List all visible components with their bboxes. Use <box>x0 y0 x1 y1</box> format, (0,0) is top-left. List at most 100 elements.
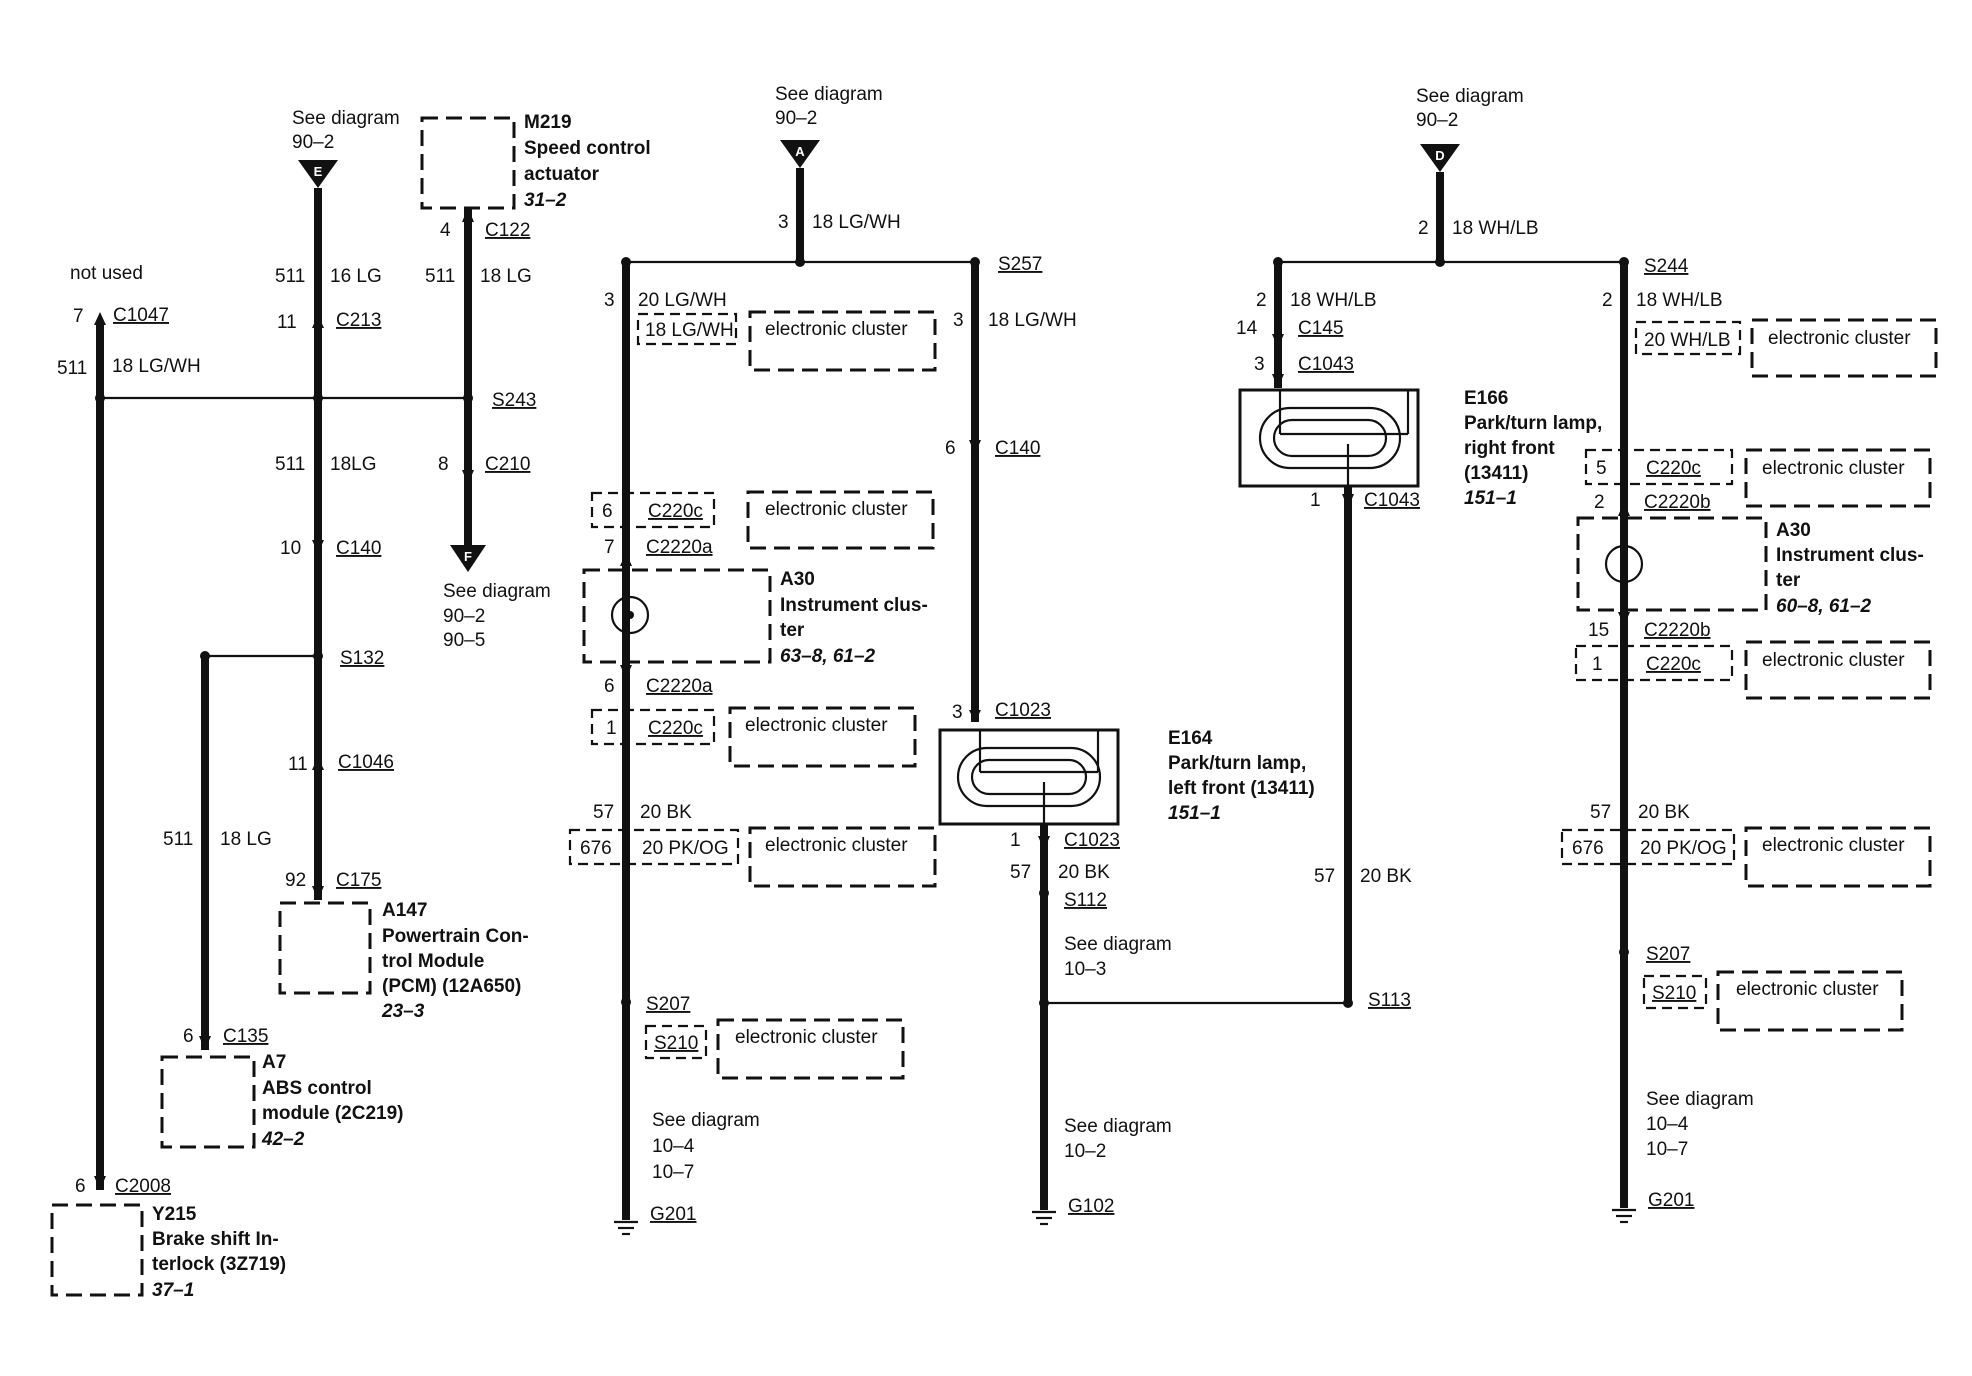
connector-c220c: C220c <box>1646 458 1701 479</box>
electronic-cluster-box <box>748 826 937 888</box>
splice-dot <box>1435 257 1445 267</box>
a147-line2: trol Module <box>382 951 484 972</box>
pin-6: 6 <box>945 438 956 459</box>
column-e164: 3 18 LG/WH 6 C140 3 C1023 E164 Park/turn… <box>938 262 1349 1226</box>
pin-2: 2 <box>1256 290 1267 311</box>
connector-d-letter: D <box>1435 148 1444 163</box>
ground-g201: G201 <box>650 1204 696 1225</box>
see-diagram-ref-10-7: 10–7 <box>1646 1139 1688 1160</box>
electronic-cluster-label: electronic cluster <box>765 499 908 520</box>
ground-icon <box>1032 1210 1056 1226</box>
connector-arrow-icon <box>462 470 474 484</box>
ground-icon <box>1612 1208 1636 1224</box>
ground-icon <box>614 1220 638 1236</box>
e164-line1: Park/turn lamp, <box>1168 753 1306 774</box>
pin-92: 92 <box>285 870 306 891</box>
pin-3: 3 <box>604 290 615 311</box>
connector-arrow-icon <box>312 315 324 328</box>
not-used-label: not used <box>70 263 143 284</box>
connector-arrow-icon <box>1342 494 1354 508</box>
see-diagram-d-ref: 90–2 <box>1416 110 1458 131</box>
pin-15: 15 <box>1588 620 1609 641</box>
circuit-511: 511 <box>163 829 193 850</box>
a147-line3: (PCM) (12A650) <box>382 976 521 997</box>
connector-c2220a: C2220a <box>646 537 713 558</box>
splice-dot <box>463 393 473 403</box>
ground-g102: G102 <box>1068 1196 1114 1217</box>
alt-connector-box <box>590 491 716 529</box>
pin-6: 6 <box>602 501 613 522</box>
wire-18-lg: 18 LG <box>220 829 272 850</box>
column-m219: M219 Speed control actuator 31–2 4 C122 … <box>420 112 651 651</box>
connector-arrow-icon <box>969 440 981 454</box>
m219-ref: 31–2 <box>524 190 567 211</box>
y215-line2: terlock (3Z719) <box>152 1254 286 1275</box>
connector-c2220b: C2220b <box>1644 492 1711 513</box>
connector-c175: C175 <box>336 870 381 891</box>
alt-connector-box <box>590 708 716 746</box>
see-diagram-d: See diagram <box>1416 86 1524 107</box>
connector-arrow-icon <box>312 757 324 770</box>
connector-arrow-icon <box>1038 836 1050 850</box>
wire-18-lg-wh: 18 LG/WH <box>812 212 901 233</box>
y215-line1: Brake shift In- <box>152 1229 279 1250</box>
wire-18-lg-wh-alt: 18 LG/WH <box>645 320 734 341</box>
pin-14: 14 <box>1236 318 1258 339</box>
m219-box <box>420 116 516 210</box>
pin-6: 6 <box>75 1176 86 1197</box>
e164-box <box>938 728 1120 826</box>
pin-57: 57 <box>1314 866 1335 887</box>
pin-4: 4 <box>440 220 451 241</box>
see-diagram-s112: See diagram <box>1064 934 1172 955</box>
m219-line2: actuator <box>524 164 600 185</box>
pin-3: 3 <box>778 212 789 233</box>
pin-2: 2 <box>1594 492 1605 513</box>
electronic-cluster-box <box>716 1018 905 1080</box>
connector-f-icon <box>450 545 486 572</box>
wire-18-wh-lb: 18 WH/LB <box>1636 290 1723 311</box>
a147-ref: 23–3 <box>381 1001 425 1022</box>
wire-18-lg: 18 LG <box>480 266 532 287</box>
connector-c1043: C1043 <box>1298 354 1354 375</box>
see-diagram-a-ref: 90–2 <box>775 108 817 129</box>
connector-arrow-icon <box>620 665 632 678</box>
ground-g201: G201 <box>1648 1190 1694 1211</box>
pin-8: 8 <box>438 454 449 475</box>
connector-arrow-icon <box>312 540 324 553</box>
pin-1: 1 <box>606 718 617 739</box>
see-diagram-ref-10-4: 10–4 <box>652 1136 695 1157</box>
lamp-icon <box>1258 406 1402 470</box>
e164-id: E164 <box>1168 728 1213 749</box>
pin-7: 7 <box>73 306 84 327</box>
connector-c220c: C220c <box>648 718 703 739</box>
alt-wire-box <box>568 828 740 866</box>
wire-20-pk-og: 20 PK/OG <box>642 838 729 859</box>
pin-6: 6 <box>604 676 615 697</box>
splice-dot <box>621 997 631 1007</box>
splice-dot <box>313 393 323 403</box>
see-diagram-g201-right: See diagram <box>1646 1089 1754 1110</box>
a30-right-id: A30 <box>1776 520 1811 541</box>
a30-right-line2: ter <box>1776 570 1801 591</box>
column-right-cluster: 2 18 WH/LB 20 WH/LB electronic cluster 5… <box>1560 262 1938 1224</box>
column-e-pcm: See diagram 90–2 E 511 16 LG 11 C213 511… <box>200 108 529 1022</box>
see-diagram-f-ref2: 90–5 <box>443 630 485 651</box>
splice-dot <box>1619 947 1629 957</box>
electronic-cluster-label: electronic cluster <box>765 319 908 340</box>
connector-c213: C213 <box>336 310 381 331</box>
connector-arrow-icon <box>94 312 106 325</box>
a30-left-line2: ter <box>780 620 805 641</box>
column-a-feed: See diagram 90–2 A 3 18 LG/WH S257 <box>621 84 1042 275</box>
pin-1: 1 <box>1010 830 1021 851</box>
circuit-511: 511 <box>57 358 87 379</box>
a30-left-id: A30 <box>780 569 815 590</box>
connector-arrow-icon <box>1618 502 1630 516</box>
connector-a-letter: A <box>795 144 805 159</box>
splice-s210: S210 <box>1652 983 1696 1004</box>
connector-c1046: C1046 <box>338 752 394 773</box>
connector-e-icon <box>298 160 338 188</box>
connector-c135: C135 <box>223 1026 268 1047</box>
connector-arrow-icon <box>94 1176 106 1190</box>
see-diagram-a: See diagram <box>775 84 883 105</box>
splice-s112: S112 <box>1064 890 1107 911</box>
